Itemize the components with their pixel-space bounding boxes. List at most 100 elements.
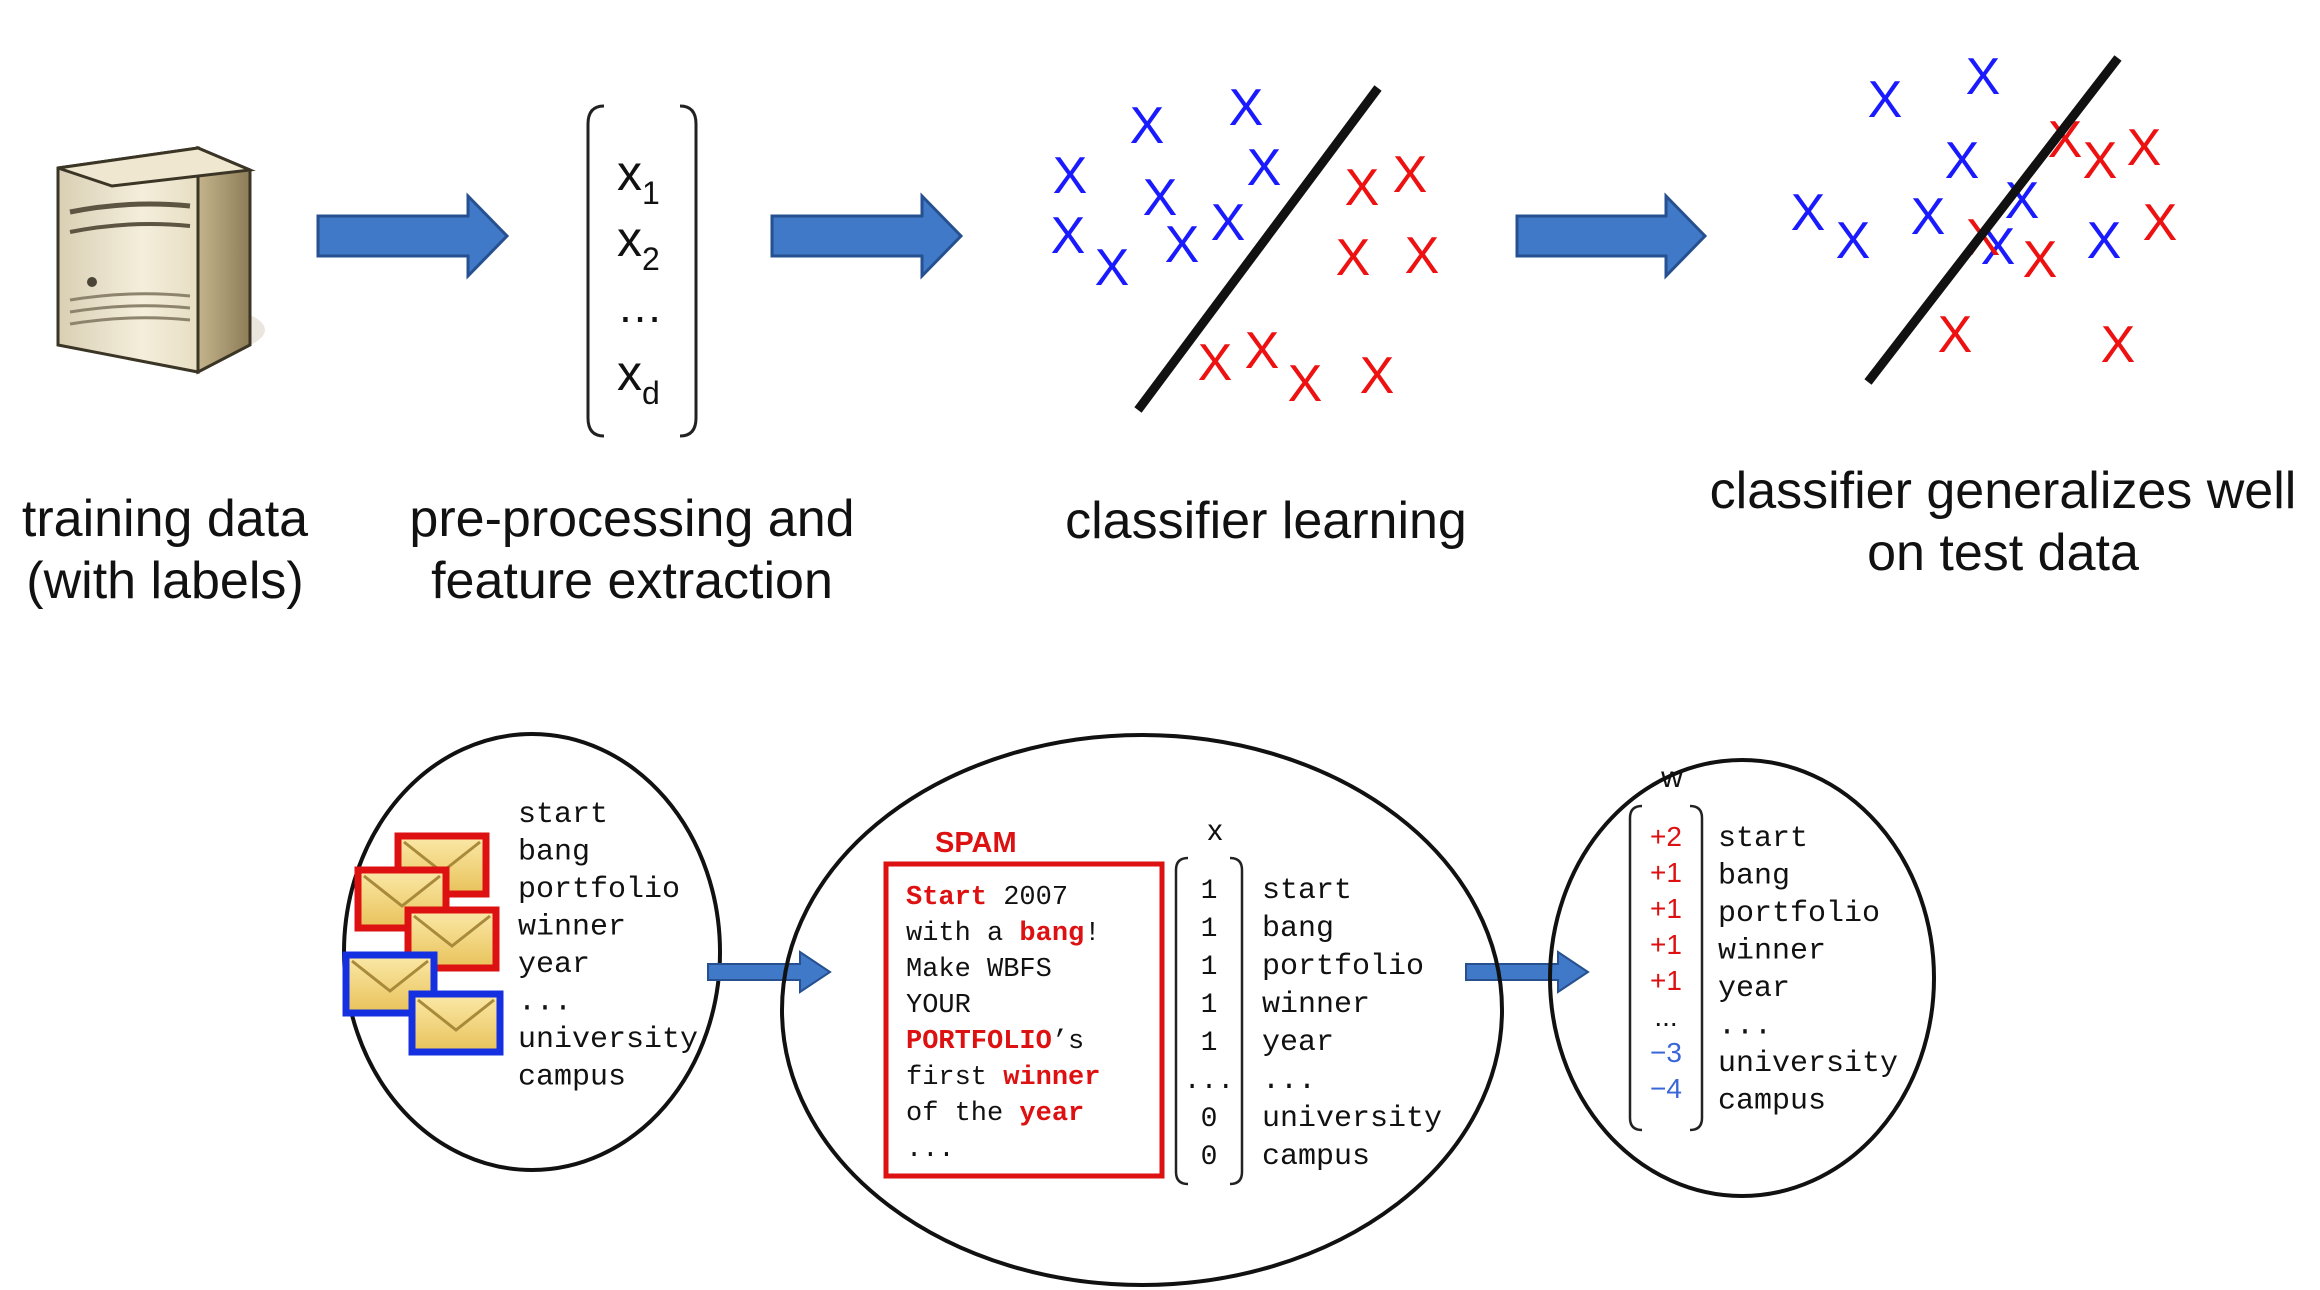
x-vector-value: 0 bbox=[1201, 1142, 1218, 1173]
x-vector-value: 1 bbox=[1201, 952, 1218, 983]
right-vocab-word: portfolio bbox=[1718, 897, 1880, 931]
right-vocab-word: bang bbox=[1718, 860, 1790, 894]
test-boundary-line bbox=[1864, 55, 2122, 385]
x-vector-bracket-right bbox=[1229, 856, 1244, 1186]
test-red-x-mark: X bbox=[1938, 306, 1973, 364]
email-line: YOUR bbox=[906, 991, 971, 1021]
right-vocab-word: ... bbox=[1718, 1010, 1772, 1044]
w-vector-values: +2+1+1+1+1...−3−4 bbox=[1650, 821, 1682, 1104]
email-keyword: year bbox=[1019, 1099, 1084, 1129]
test-red-x-mark: X bbox=[2083, 132, 2118, 190]
email-line: ... bbox=[906, 1135, 955, 1165]
x-vector-value: 1 bbox=[1201, 914, 1218, 945]
learning-blue-x-mark: X bbox=[1165, 216, 1200, 274]
label-preprocessing: pre-processing and bbox=[409, 490, 854, 548]
learning-red-x-mark: X bbox=[1198, 334, 1233, 392]
feature-x1: x1 bbox=[617, 145, 660, 211]
label-feature-extraction: feature extraction bbox=[431, 552, 833, 610]
middle-vocab-word: campus bbox=[1262, 1140, 1370, 1174]
left-vocab-word: portfolio bbox=[518, 873, 680, 907]
learning-blue-x-mark: X bbox=[1095, 239, 1130, 297]
x-vector-value: 1 bbox=[1201, 990, 1218, 1021]
label-training-data: training data bbox=[22, 490, 308, 548]
left-vocab-word: year bbox=[518, 948, 590, 982]
middle-vocab-word: year bbox=[1262, 1026, 1334, 1060]
feature-vector: x1 x2 … xd bbox=[586, 104, 698, 438]
w-vector-value: +1 bbox=[1650, 893, 1682, 924]
learning-red-x-mark: X bbox=[1345, 159, 1380, 217]
test-red-x-mark: X bbox=[2143, 194, 2178, 252]
x-vector-bracket-left bbox=[1174, 856, 1189, 1186]
vocabulary-list-middle: startbangportfoliowinneryear...universit… bbox=[1262, 874, 1442, 1174]
weight-circle bbox=[1548, 758, 1936, 1198]
test-blue-x-mark: X bbox=[1966, 48, 2001, 106]
learning-boundary-line bbox=[1134, 85, 1382, 413]
w-vector-value: +1 bbox=[1650, 929, 1682, 960]
email-keyword: winner bbox=[1003, 1063, 1100, 1093]
left-vocab-word: university bbox=[518, 1023, 698, 1057]
email-keyword: PORTFOLIO bbox=[906, 1027, 1052, 1057]
email-keyword: Start bbox=[906, 883, 987, 913]
left-vocab-word: start bbox=[518, 798, 608, 832]
w-vector-value: +1 bbox=[1650, 857, 1682, 888]
right-vocab-word: university bbox=[1718, 1047, 1898, 1081]
x-vector-value: ... bbox=[1184, 1066, 1234, 1097]
w-vector-value: ... bbox=[1654, 1001, 1677, 1032]
test-red-x-mark: X bbox=[2023, 231, 2058, 289]
email-text: with a bbox=[906, 919, 1019, 949]
learning-red-x-mark: X bbox=[1288, 355, 1323, 413]
feature-x2: x2 bbox=[617, 211, 660, 277]
label-generalizes: classifier generalizes well bbox=[1710, 462, 2297, 520]
email-line: with a bang! bbox=[906, 919, 1100, 949]
learning-blue-x-mark: X bbox=[1130, 97, 1165, 155]
email-line: Make WBFS bbox=[906, 955, 1052, 985]
x-vector-value: 1 bbox=[1201, 1028, 1218, 1059]
w-vector-value: +2 bbox=[1650, 821, 1682, 852]
feature-ellipsis: … bbox=[617, 280, 663, 332]
learning-blue-x-mark: X bbox=[1143, 169, 1178, 227]
learning-blue-x-mark: X bbox=[1051, 207, 1086, 265]
arrow-right-icon bbox=[316, 192, 1708, 280]
test-blue-x-mark: X bbox=[1911, 188, 1946, 246]
learning-red-x-mark: X bbox=[1393, 146, 1428, 204]
test-blue-x-mark: X bbox=[1836, 212, 1871, 270]
middle-vocab-word: winner bbox=[1262, 988, 1370, 1022]
right-vocab-word: year bbox=[1718, 972, 1790, 1006]
w-vector-bracket-left bbox=[1628, 804, 1643, 1132]
w-vector-bracket-right bbox=[1689, 804, 1704, 1132]
email-text: of the bbox=[906, 1099, 1019, 1129]
right-vocab-word: campus bbox=[1718, 1085, 1826, 1119]
test-blue-x-mark: X bbox=[1868, 71, 1903, 129]
email-text: ! bbox=[1084, 919, 1100, 949]
left-vocab-word: winner bbox=[518, 911, 626, 945]
email-text: first bbox=[906, 1063, 1003, 1093]
email-keyword: bang bbox=[1019, 919, 1084, 949]
test-red-x-mark: X bbox=[2101, 316, 2136, 374]
label-classifier-learning: classifier learning bbox=[1065, 492, 1467, 550]
spam-email-box bbox=[883, 861, 1165, 1179]
right-vocab-word: start bbox=[1718, 822, 1808, 856]
email-line: PORTFOLIO’s bbox=[906, 1027, 1084, 1057]
vocabulary-list-left: startbangportfoliowinneryear...universit… bbox=[518, 798, 698, 1095]
email-text: ... bbox=[906, 1135, 955, 1165]
w-vector-label: w bbox=[1660, 761, 1683, 794]
learning-blue-x-mark: X bbox=[1247, 139, 1282, 197]
w-vector-value: −4 bbox=[1650, 1073, 1682, 1104]
learning-blue-x-mark: X bbox=[1053, 147, 1088, 205]
w-vector-value: +1 bbox=[1650, 965, 1682, 996]
x-vector-value: 1 bbox=[1201, 876, 1218, 907]
x-vector-label: x bbox=[1208, 814, 1223, 847]
middle-vocab-word: start bbox=[1262, 874, 1352, 908]
left-vocab-word: campus bbox=[518, 1061, 626, 1095]
learning-red-x-mark: X bbox=[1405, 227, 1440, 285]
middle-vocab-word: ... bbox=[1262, 1064, 1316, 1098]
right-vocab-word: winner bbox=[1718, 935, 1826, 969]
email-text: ’s bbox=[1052, 1027, 1084, 1057]
middle-vocab-word: bang bbox=[1262, 912, 1334, 946]
learning-blue-x-mark: X bbox=[1229, 79, 1264, 137]
